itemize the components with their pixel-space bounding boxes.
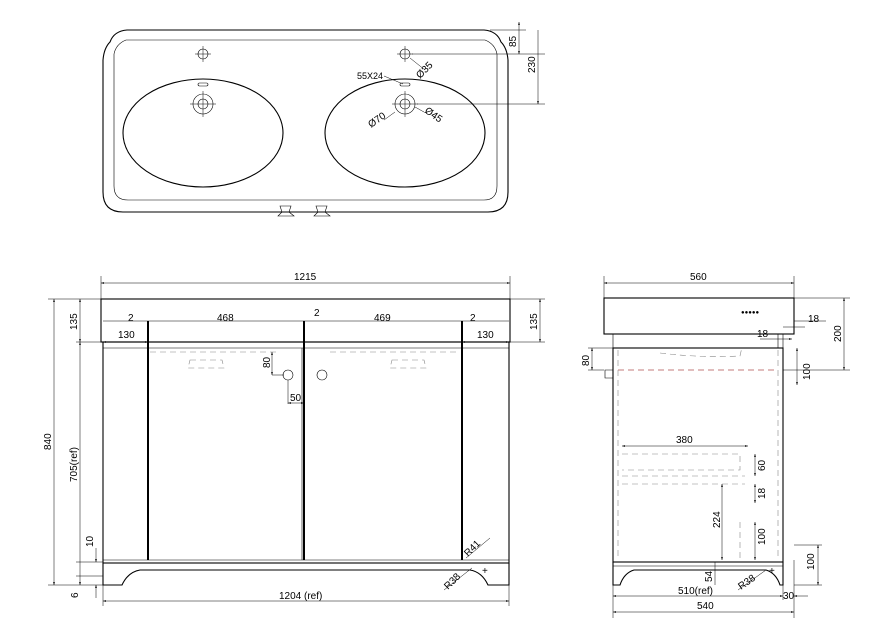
cabinet-body — [102, 341, 510, 564]
dim-469: 469 — [374, 313, 391, 324]
countertop — [100, 298, 511, 343]
dim-380: 380 — [676, 435, 693, 446]
dim-80-side: 80 — [581, 354, 592, 366]
dim-224: 224 — [712, 511, 723, 528]
dim-2-center: 2 — [314, 308, 320, 319]
front-handles-plan — [277, 205, 331, 217]
dim-50: 50 — [290, 393, 302, 404]
dim-1204-ref: 1204 (ref) — [279, 591, 322, 602]
dim-100-basin: 100 — [802, 363, 813, 380]
right-bowl — [324, 78, 486, 188]
centre-mark-front: + — [482, 566, 488, 577]
dim-135-right: 135 — [529, 313, 540, 330]
dim-135-left: 135 — [69, 313, 80, 330]
plan-view: Ø35 55X24 Ø70 Ø45 85 230 — [102, 22, 545, 217]
tap-hole-label: Ø35 — [414, 60, 435, 81]
overflow-dots: ●●●●● — [741, 310, 759, 316]
dim-2-right: 2 — [470, 313, 476, 324]
dim-130-left: 130 — [118, 330, 135, 341]
radius-r38-side: R38 — [736, 573, 758, 593]
dim-468: 468 — [217, 313, 234, 324]
dim-60: 60 — [757, 459, 768, 471]
dim-85: 85 — [508, 35, 519, 47]
radius-r41: R41 — [462, 538, 483, 559]
dim-705-ref: 705(ref) — [69, 447, 80, 482]
side-body — [612, 347, 784, 563]
front-view: 1215 2 468 2 469 2 130 130 135 135 840 7… — [43, 272, 545, 606]
overflow-slot-label: 55X24 — [357, 71, 383, 81]
side-plinth — [612, 562, 784, 586]
right-waste — [392, 82, 418, 117]
dim-80: 80 — [262, 356, 273, 368]
pipe-hole-left — [282, 369, 294, 381]
cabinet-plinth — [102, 563, 510, 586]
right-tap-hole — [397, 46, 413, 62]
dim-54: 54 — [704, 570, 715, 582]
left-bowl — [122, 78, 284, 188]
basin-inner-rim — [113, 39, 498, 201]
dim-10: 10 — [85, 535, 96, 547]
dim-100-foot: 100 — [806, 553, 817, 570]
dim-6: 6 — [70, 592, 81, 598]
dim-30: 30 — [783, 591, 795, 602]
dim-18-inner: 18 — [757, 329, 769, 340]
waste-outer-label: Ø70 — [366, 110, 388, 130]
side-countertop — [603, 297, 795, 335]
dim-2-left: 2 — [128, 313, 134, 324]
left-waste — [190, 82, 216, 117]
dim-540: 540 — [697, 601, 714, 612]
left-tap-hole — [195, 46, 211, 62]
dim-18-shelf: 18 — [757, 487, 768, 499]
dim-230: 230 — [527, 56, 538, 73]
dim-560: 560 — [690, 272, 707, 283]
dim-200: 200 — [833, 325, 844, 342]
basin-outline — [102, 29, 509, 213]
dim-840: 840 — [43, 433, 54, 450]
dim-100-lower: 100 — [757, 528, 768, 545]
dim-510-ref: 510(ref) — [678, 586, 713, 597]
dim-18-top: 18 — [808, 314, 820, 325]
waste-inner-label: Ø45 — [422, 105, 444, 125]
side-view: ●●●●● 560 18 18 200 100 — [581, 272, 850, 618]
pipe-hole-right — [316, 369, 328, 381]
dim-130-right: 130 — [477, 330, 494, 341]
centre-mark-side: + — [769, 566, 775, 577]
dim-1215: 1215 — [294, 272, 317, 283]
